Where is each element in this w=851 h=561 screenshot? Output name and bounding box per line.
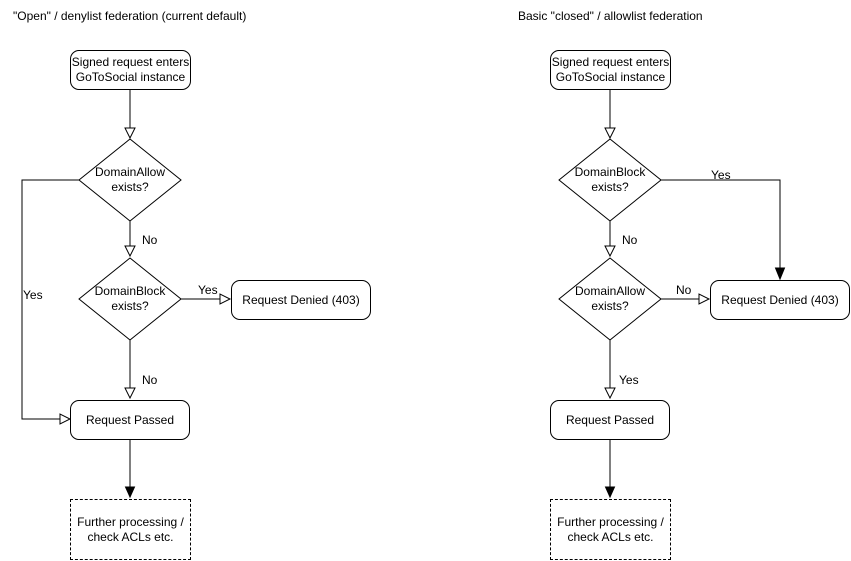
left-arrowhead-start-to-domainallow <box>124 127 136 140</box>
right-arrowhead-domainallow-no <box>698 293 711 305</box>
left-domainallow-label: DomainAllow exists? <box>94 165 166 194</box>
left-edge-domainallow-yes-loop <box>21 179 79 420</box>
right-further-processing-node: Further processing / check ACLs etc. <box>550 499 671 560</box>
right-domainallow-label: DomainAllow exists? <box>574 284 646 313</box>
left-further-processing-node: Further processing / check ACLs etc. <box>70 499 191 560</box>
left-domainblock-yes-label: Yes <box>198 283 218 297</box>
left-domainallow-yes-label: Yes <box>23 288 43 302</box>
right-arrowhead-domainblock-no <box>604 245 616 258</box>
right-domainallow-no-label: No <box>676 283 692 297</box>
right-domainblock-no-label: No <box>622 233 638 247</box>
left-domainblock-label: DomainBlock exists? <box>94 284 166 313</box>
right-arrowhead-domainblock-yes <box>774 267 786 281</box>
left-request-denied-node: Request Denied (403) <box>231 280 371 320</box>
left-chart-title: "Open" / denylist federation (current de… <box>13 9 247 23</box>
right-arrowhead-passed-to-further <box>604 486 616 499</box>
right-arrowhead-start-to-domainblock <box>604 127 616 140</box>
right-start-node: Signed request enters GoToSocial instanc… <box>550 50 671 90</box>
right-chart-title: Basic "closed" / allowlist federation <box>518 9 703 23</box>
left-arrowhead-domainblock-no <box>124 387 136 400</box>
right-arrowhead-domainallow-yes <box>604 387 616 400</box>
left-domainblock-no-label: No <box>142 373 158 387</box>
left-arrowhead-passed-to-further <box>124 486 136 499</box>
left-domainallow-no-label: No <box>142 233 158 247</box>
left-arrowhead-domainblock-yes <box>219 293 232 305</box>
right-request-passed-node: Request Passed <box>550 400 670 440</box>
right-request-denied-node: Request Denied (403) <box>710 280 850 320</box>
right-edge-domainblock-yes <box>661 179 781 268</box>
left-arrowhead-domainallow-yes <box>59 413 72 425</box>
right-domainblock-label: DomainBlock exists? <box>574 165 646 194</box>
left-arrowhead-domainallow-no <box>124 245 136 258</box>
left-start-node: Signed request enters GoToSocial instanc… <box>70 50 191 90</box>
right-domainblock-yes-label: Yes <box>711 168 731 182</box>
right-domainallow-yes-label: Yes <box>619 373 639 387</box>
left-request-passed-node: Request Passed <box>70 400 190 440</box>
